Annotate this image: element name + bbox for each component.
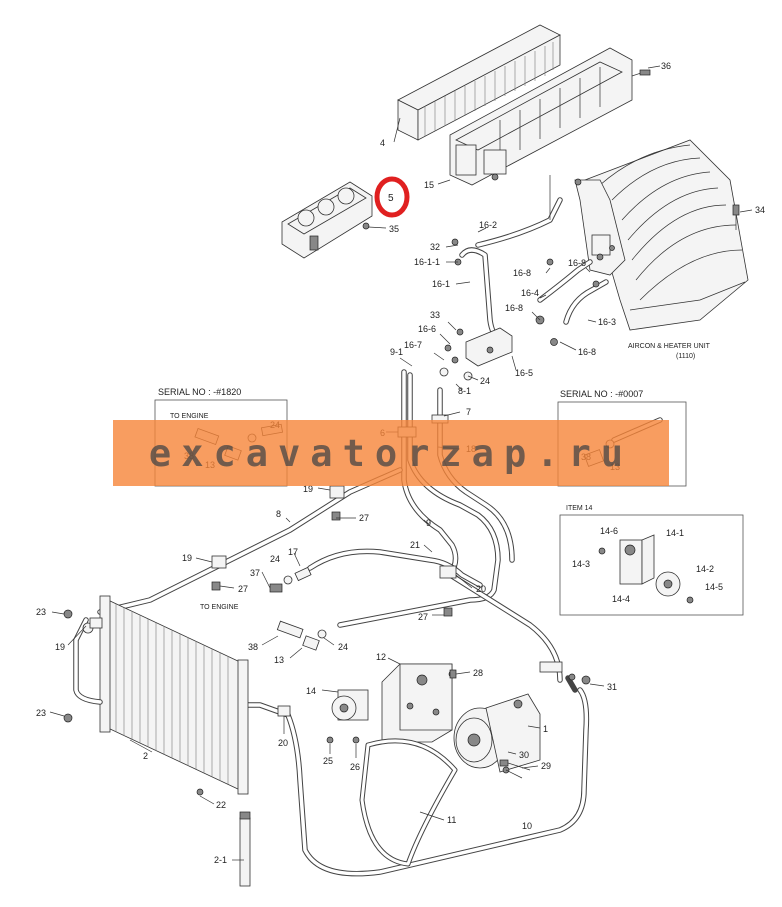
- part-label: 8: [276, 509, 281, 519]
- part-label: 21: [410, 540, 420, 550]
- part-label: 2-1: [214, 855, 227, 865]
- highlight-ring: [374, 176, 410, 218]
- part-label: 19: [182, 553, 192, 563]
- part-label: 27: [238, 584, 248, 594]
- part-label: 7: [466, 407, 471, 417]
- part-label: 27: [418, 612, 428, 622]
- part-label: 16-8: [568, 258, 586, 268]
- upper-refrigerant-lines: [439, 175, 609, 381]
- part-label: 16-2: [479, 220, 497, 230]
- part-label: 16-1-1: [414, 257, 440, 267]
- part-label: 15: [424, 180, 434, 190]
- part-label: 10: [522, 821, 532, 831]
- part-label-highlighted: 5: [388, 193, 394, 204]
- drive-belt: [359, 738, 458, 867]
- part-label: 24: [480, 376, 490, 386]
- part-labels: 36 4 15 5 35 34 16-2 32 16-1-1 16-1 16-8…: [36, 61, 765, 865]
- part-label: 14-3: [572, 559, 590, 569]
- part-label: 19: [55, 642, 65, 652]
- part-label: 13: [274, 655, 284, 665]
- control-panel: [281, 181, 373, 259]
- compressor-bracket: [381, 663, 456, 743]
- part-label: 25: [323, 756, 333, 766]
- part-label: 26: [350, 762, 360, 772]
- aircon-unit-caption: AIRCON & HEATER UNIT: [628, 343, 711, 350]
- part-label: 35: [389, 224, 399, 234]
- aircon-heater-unit: [574, 139, 749, 331]
- notes: AIRCON & HEATER UNIT (1110) SERIAL NO : …: [158, 343, 711, 611]
- part-label: 20: [278, 738, 288, 748]
- part-label: 16-6: [418, 324, 436, 334]
- part-label: 24: [270, 554, 280, 564]
- part-label: 20: [476, 584, 486, 594]
- item14-caption: ITEM 14: [566, 505, 593, 512]
- part-label: 33: [430, 310, 440, 320]
- part-label: 12: [376, 652, 386, 662]
- part-label: 36: [661, 61, 671, 71]
- part-label: 34: [755, 205, 765, 215]
- part-label: 16-4: [521, 288, 539, 298]
- part-label: 16-5: [515, 368, 533, 378]
- liquid-line-8: [97, 467, 403, 615]
- part-label: 4: [380, 138, 385, 148]
- part-label: 23: [36, 607, 46, 617]
- part-label: 8-1: [458, 386, 471, 396]
- part-label: 16-8: [505, 303, 523, 313]
- item14-box: [559, 514, 744, 616]
- idler-pulley: [326, 689, 369, 744]
- part-label: 16-1: [432, 279, 450, 289]
- part-label: 14-6: [600, 526, 618, 536]
- filter-housing: [449, 47, 633, 186]
- part-label: 11: [447, 815, 456, 825]
- part-label: 14-2: [696, 564, 714, 574]
- part-label: 38: [248, 642, 258, 652]
- part-label: 14-4: [612, 594, 630, 604]
- lines-17-20: [307, 548, 563, 683]
- part-label: 1: [543, 724, 548, 734]
- watermark-text: excavatorzap.ru: [148, 431, 634, 475]
- part-label: 27: [359, 513, 369, 523]
- suction-line-10: [227, 673, 591, 877]
- part-label: 14-5: [705, 582, 723, 592]
- leader-lines: [49, 65, 753, 861]
- part-label: 22: [216, 800, 226, 810]
- part-label: 17: [288, 547, 298, 557]
- part-label: 19: [303, 484, 313, 494]
- part-label: 9: [426, 518, 431, 528]
- receiver-drier: [196, 788, 251, 887]
- part-label: 32: [430, 242, 440, 252]
- part-label: 16-8: [578, 347, 596, 357]
- main-hoses: [337, 369, 515, 628]
- condenser: [63, 595, 249, 795]
- part-label: 30: [519, 750, 529, 760]
- serial-left-caption: SERIAL NO : -#1820: [158, 387, 241, 397]
- compressor: [453, 693, 541, 779]
- part-label: 9-1: [390, 347, 403, 357]
- part-label: 2: [143, 751, 148, 761]
- bolt-34: [732, 204, 740, 230]
- part-label: 23: [36, 708, 46, 718]
- bolt-36: [631, 69, 651, 77]
- serial-right-caption: SERIAL NO : -#0007: [560, 389, 643, 399]
- part-label: 37: [250, 568, 260, 578]
- part-label: 14: [306, 686, 316, 696]
- part-label: 16-8: [513, 268, 531, 278]
- to-engine-top: TO ENGINE: [170, 413, 209, 420]
- part-label: 28: [473, 668, 483, 678]
- part-label: 31: [607, 682, 617, 692]
- part-label: 29: [541, 761, 551, 771]
- aircon-unit-code: (1110): [676, 353, 695, 360]
- watermark-banner: excavatorzap.ru: [113, 420, 669, 486]
- to-engine-mid: TO ENGINE: [200, 604, 239, 611]
- part-label: 16-7: [404, 340, 422, 350]
- part-label: 24: [338, 642, 348, 652]
- part-label: 16-3: [598, 317, 616, 327]
- part-label: 14-1: [666, 528, 684, 538]
- cabin-air-filter: [397, 24, 561, 141]
